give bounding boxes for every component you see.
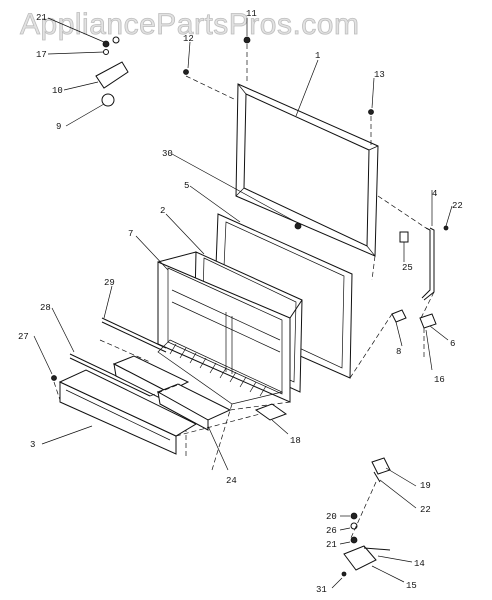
callout-3: 3 xyxy=(30,440,35,450)
callout-4: 4 xyxy=(432,189,437,199)
callout-numbers: 21 17 10 9 11 12 1 13 30 5 2 7 4 22 25 6… xyxy=(18,9,463,595)
callout-2: 2 xyxy=(160,206,165,216)
drawer-front-part xyxy=(58,369,198,455)
leader-lines xyxy=(33,17,453,589)
callout-28: 28 xyxy=(40,303,51,313)
alignment-lines xyxy=(53,44,435,541)
callout-12: 12 xyxy=(183,34,194,44)
callout-21-top: 21 xyxy=(36,13,47,23)
clip-30 xyxy=(294,222,302,230)
callout-6: 6 xyxy=(450,339,455,349)
callout-20: 20 xyxy=(326,512,337,522)
callout-29: 29 xyxy=(104,278,115,288)
door-frame-part xyxy=(235,83,379,257)
screw-11 xyxy=(243,36,251,44)
callout-26: 26 xyxy=(326,526,337,536)
crisper-bins-part xyxy=(112,355,232,431)
callout-30: 30 xyxy=(162,149,173,159)
callout-15: 15 xyxy=(406,581,417,591)
callout-7: 7 xyxy=(128,229,133,239)
upper-hinge-assembly xyxy=(95,36,129,107)
callout-24: 24 xyxy=(226,476,237,486)
callout-10: 10 xyxy=(52,86,63,96)
callout-25: 25 xyxy=(402,263,413,273)
callout-14: 14 xyxy=(414,559,425,569)
callout-18: 18 xyxy=(290,436,301,446)
callout-21-lower: 21 xyxy=(326,540,337,550)
callout-22-upper: 22 xyxy=(452,201,463,211)
callout-31: 31 xyxy=(316,585,327,595)
callout-19: 19 xyxy=(420,481,431,491)
screw-13 xyxy=(368,109,374,115)
callout-17: 17 xyxy=(36,50,47,60)
callout-13: 13 xyxy=(374,70,385,80)
drawer-plate-part xyxy=(254,403,288,421)
callout-16: 16 xyxy=(434,375,445,385)
callout-9: 9 xyxy=(56,122,61,132)
callout-22-lower: 22 xyxy=(420,505,431,515)
watermark-text: AppliancePartsPros.com xyxy=(20,8,359,41)
right-hinge-assembly xyxy=(391,225,449,329)
screw-12 xyxy=(183,69,189,75)
callout-5: 5 xyxy=(184,181,189,191)
callout-11: 11 xyxy=(246,9,257,19)
lower-hinge-assembly xyxy=(341,457,391,577)
callout-27: 27 xyxy=(18,332,29,342)
callout-8: 8 xyxy=(396,347,401,357)
screw-27 xyxy=(51,375,57,381)
callout-1: 1 xyxy=(315,51,320,61)
